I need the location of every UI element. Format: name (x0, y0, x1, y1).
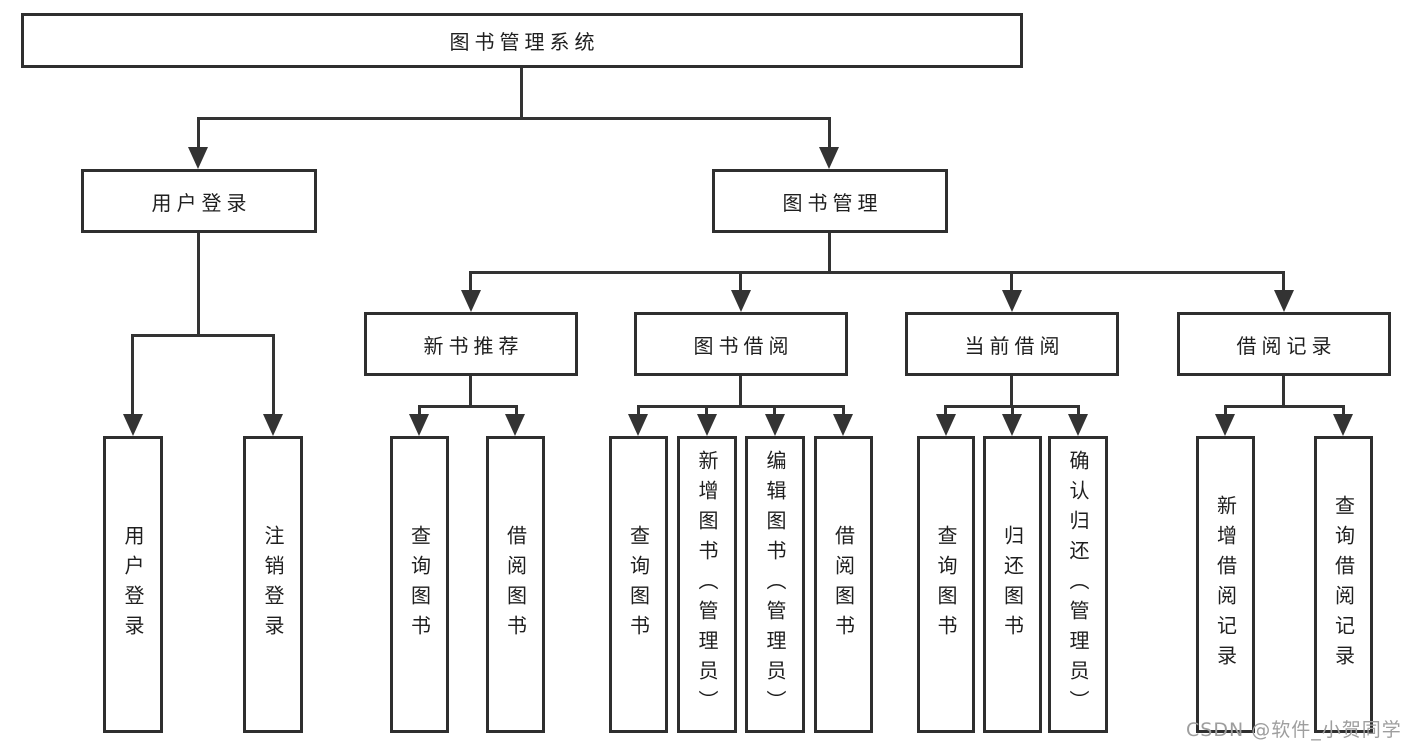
leaf-label: 新增图书（管理员） (695, 449, 719, 720)
arrow-down-icon (409, 414, 429, 436)
arrow-down-icon (1274, 290, 1294, 312)
leaf-label: 用户登录 (121, 524, 145, 645)
leaf-records-add-borrow-record: 新增借阅记录 (1196, 436, 1255, 733)
leaf-records-query-borrow-record: 查询借阅记录 (1314, 436, 1373, 733)
connector-line (197, 117, 831, 120)
leaf-label: 借阅图书 (831, 524, 856, 645)
connector-line (842, 405, 845, 417)
arrow-down-icon (188, 147, 208, 169)
arrow-down-icon (819, 147, 839, 169)
leaf-borrow-add-books-admin: 新增图书（管理员） (677, 436, 737, 733)
connector-line (828, 233, 831, 274)
node-label: 图书管理系统 (449, 30, 600, 54)
node-label: 图书借阅 (693, 333, 794, 358)
arrow-down-icon (697, 414, 717, 436)
connector-line (1077, 405, 1080, 417)
connector-line (1282, 376, 1285, 407)
csdn-watermark: CSDN @软件_小贺同学 (1186, 719, 1402, 741)
arrow-down-icon (263, 414, 283, 436)
connector-line (515, 405, 518, 417)
leaf-borrow-borrow-books: 借阅图书 (814, 436, 873, 733)
node-label: 新书推荐 (423, 333, 524, 358)
node-user-login: 用户登录 (81, 169, 317, 233)
arrow-down-icon (461, 290, 481, 312)
node-borrow-records: 借阅记录 (1177, 312, 1391, 376)
connector-line (131, 334, 275, 337)
leaf-current-confirm-return-admin: 确认归还（管理员） (1048, 436, 1108, 733)
connector-line (1011, 405, 1014, 417)
leaf-label: 借阅图书 (503, 524, 528, 645)
connector-line (1224, 405, 1345, 408)
connector-line (197, 233, 200, 337)
node-label: 图书管理 (782, 190, 883, 215)
leaf-label: 归还图书 (1000, 524, 1025, 645)
connector-line (418, 405, 518, 408)
connector-line (705, 405, 708, 417)
connector-line (131, 334, 134, 414)
leaf-newbooks-query-books: 查询图书 (390, 436, 449, 733)
node-library-management-system: 图书管理系统 (21, 13, 1023, 68)
connector-line (469, 271, 1285, 274)
leaf-current-return-books: 归还图书 (983, 436, 1042, 733)
leaf-label: 编辑图书（管理员） (763, 449, 787, 720)
leaf-label: 新增借阅记录 (1213, 494, 1238, 675)
connector-line (1010, 376, 1013, 407)
leaf-newbooks-borrow-books: 借阅图书 (486, 436, 545, 733)
connector-line (1342, 405, 1345, 417)
arrow-down-icon (123, 414, 143, 436)
leaf-borrow-query-books: 查询图书 (609, 436, 668, 733)
connector-line (944, 405, 947, 417)
arrow-down-icon (505, 414, 525, 436)
connector-line (637, 405, 845, 408)
arrow-down-icon (1068, 414, 1088, 436)
connector-line (828, 117, 831, 148)
arrow-down-icon (1002, 414, 1022, 436)
connector-line (1010, 271, 1013, 292)
connector-line (469, 376, 472, 407)
node-label: 当前借阅 (964, 333, 1065, 358)
node-new-book-recommend: 新书推荐 (364, 312, 578, 376)
node-current-borrow: 当前借阅 (905, 312, 1119, 376)
arrow-down-icon (1215, 414, 1235, 436)
connector-line (1282, 271, 1285, 292)
leaf-user-login: 用户登录 (103, 436, 163, 733)
connector-line (1224, 405, 1227, 417)
arrow-down-icon (628, 414, 648, 436)
connector-line (418, 405, 421, 417)
arrow-down-icon (833, 414, 853, 436)
connector-line (773, 405, 776, 417)
leaf-borrow-edit-books-admin: 编辑图书（管理员） (745, 436, 805, 733)
arrow-down-icon (936, 414, 956, 436)
connector-line (197, 117, 200, 148)
leaf-label: 注销登录 (261, 524, 285, 645)
arrow-down-icon (765, 414, 785, 436)
node-label: 用户登录 (151, 190, 252, 215)
connector-line (739, 376, 742, 407)
leaf-label: 查询图书 (934, 524, 958, 645)
connector-line (520, 68, 523, 118)
leaf-label: 查询借阅记录 (1331, 494, 1356, 675)
connector-line (469, 271, 472, 292)
arrow-down-icon (731, 290, 751, 312)
node-book-management: 图书管理 (712, 169, 948, 233)
connector-line (739, 271, 742, 292)
arrow-down-icon (1002, 290, 1022, 312)
leaf-label: 确认归还（管理员） (1066, 449, 1090, 720)
leaf-logout: 注销登录 (243, 436, 303, 733)
arrow-down-icon (1333, 414, 1353, 436)
node-label: 借阅记录 (1236, 333, 1337, 358)
leaf-label: 查询图书 (626, 524, 651, 645)
node-book-borrow: 图书借阅 (634, 312, 848, 376)
connector-line (637, 405, 640, 417)
leaf-current-query-books: 查询图书 (917, 436, 975, 733)
leaf-label: 查询图书 (407, 524, 432, 645)
connector-line (272, 334, 275, 414)
